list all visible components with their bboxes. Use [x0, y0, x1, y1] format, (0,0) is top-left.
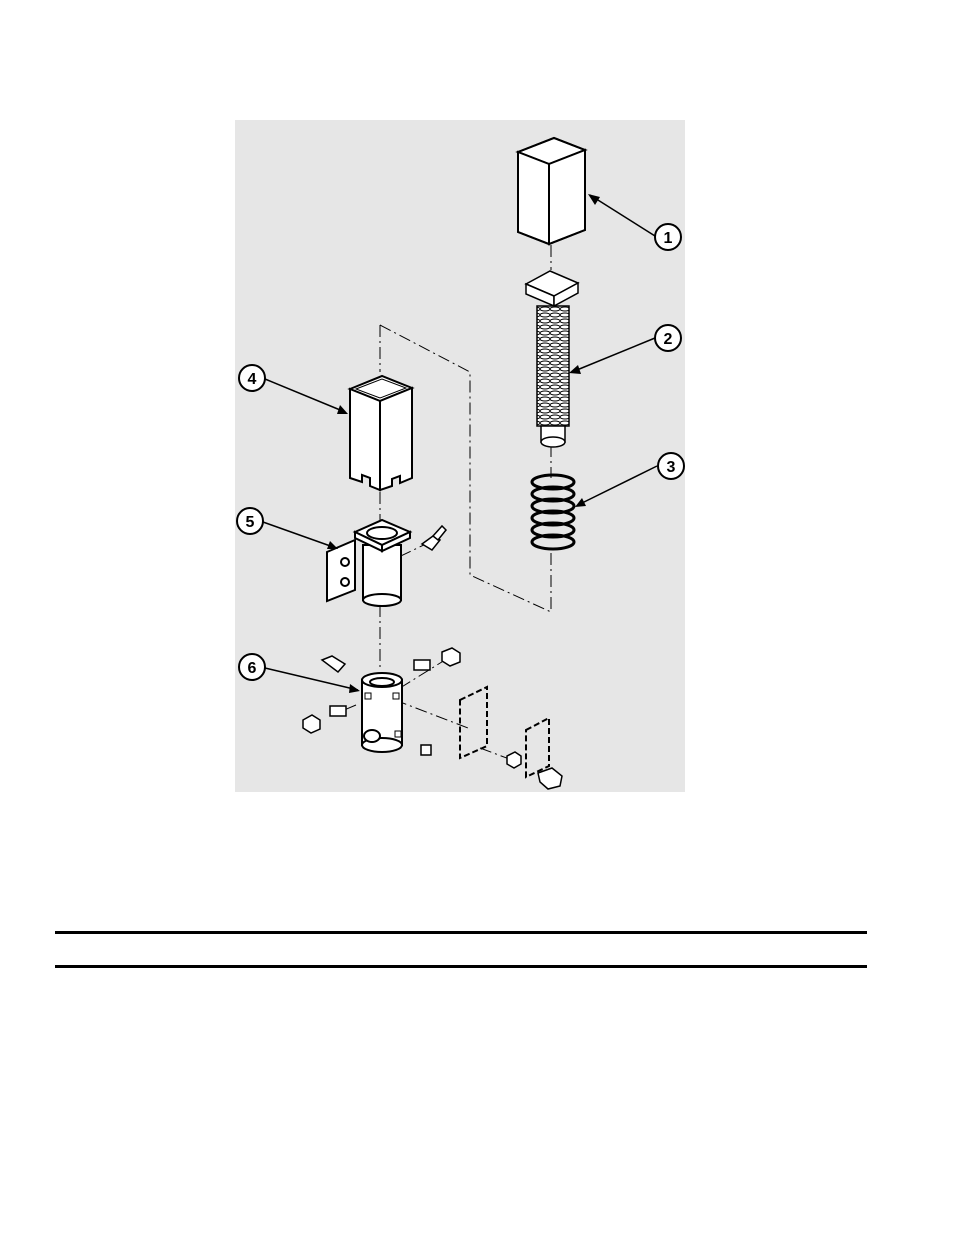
callout-5: 5 — [237, 508, 263, 534]
callout-6: 6 — [239, 654, 265, 680]
section-rule-bottom — [55, 965, 867, 968]
part-1-square-cap — [518, 138, 585, 244]
callout-1: 1 — [655, 224, 681, 250]
callout-2-label: 2 — [664, 331, 673, 348]
callout-6-label: 6 — [248, 660, 257, 677]
callout-3: 3 — [658, 453, 684, 479]
part-4-square-sleeve — [350, 376, 412, 490]
part-3-spring — [532, 475, 574, 549]
diagram-background-panel — [235, 120, 685, 792]
callout-3-label: 3 — [667, 459, 676, 476]
callout-4-label: 4 — [248, 371, 257, 388]
callout-1-label: 1 — [664, 230, 673, 247]
callout-2: 2 — [655, 325, 681, 351]
callout-5-label: 5 — [246, 514, 255, 531]
part-6-pivot-block — [362, 673, 402, 752]
callout-4: 4 — [239, 365, 265, 391]
section-rule-top — [55, 931, 867, 934]
